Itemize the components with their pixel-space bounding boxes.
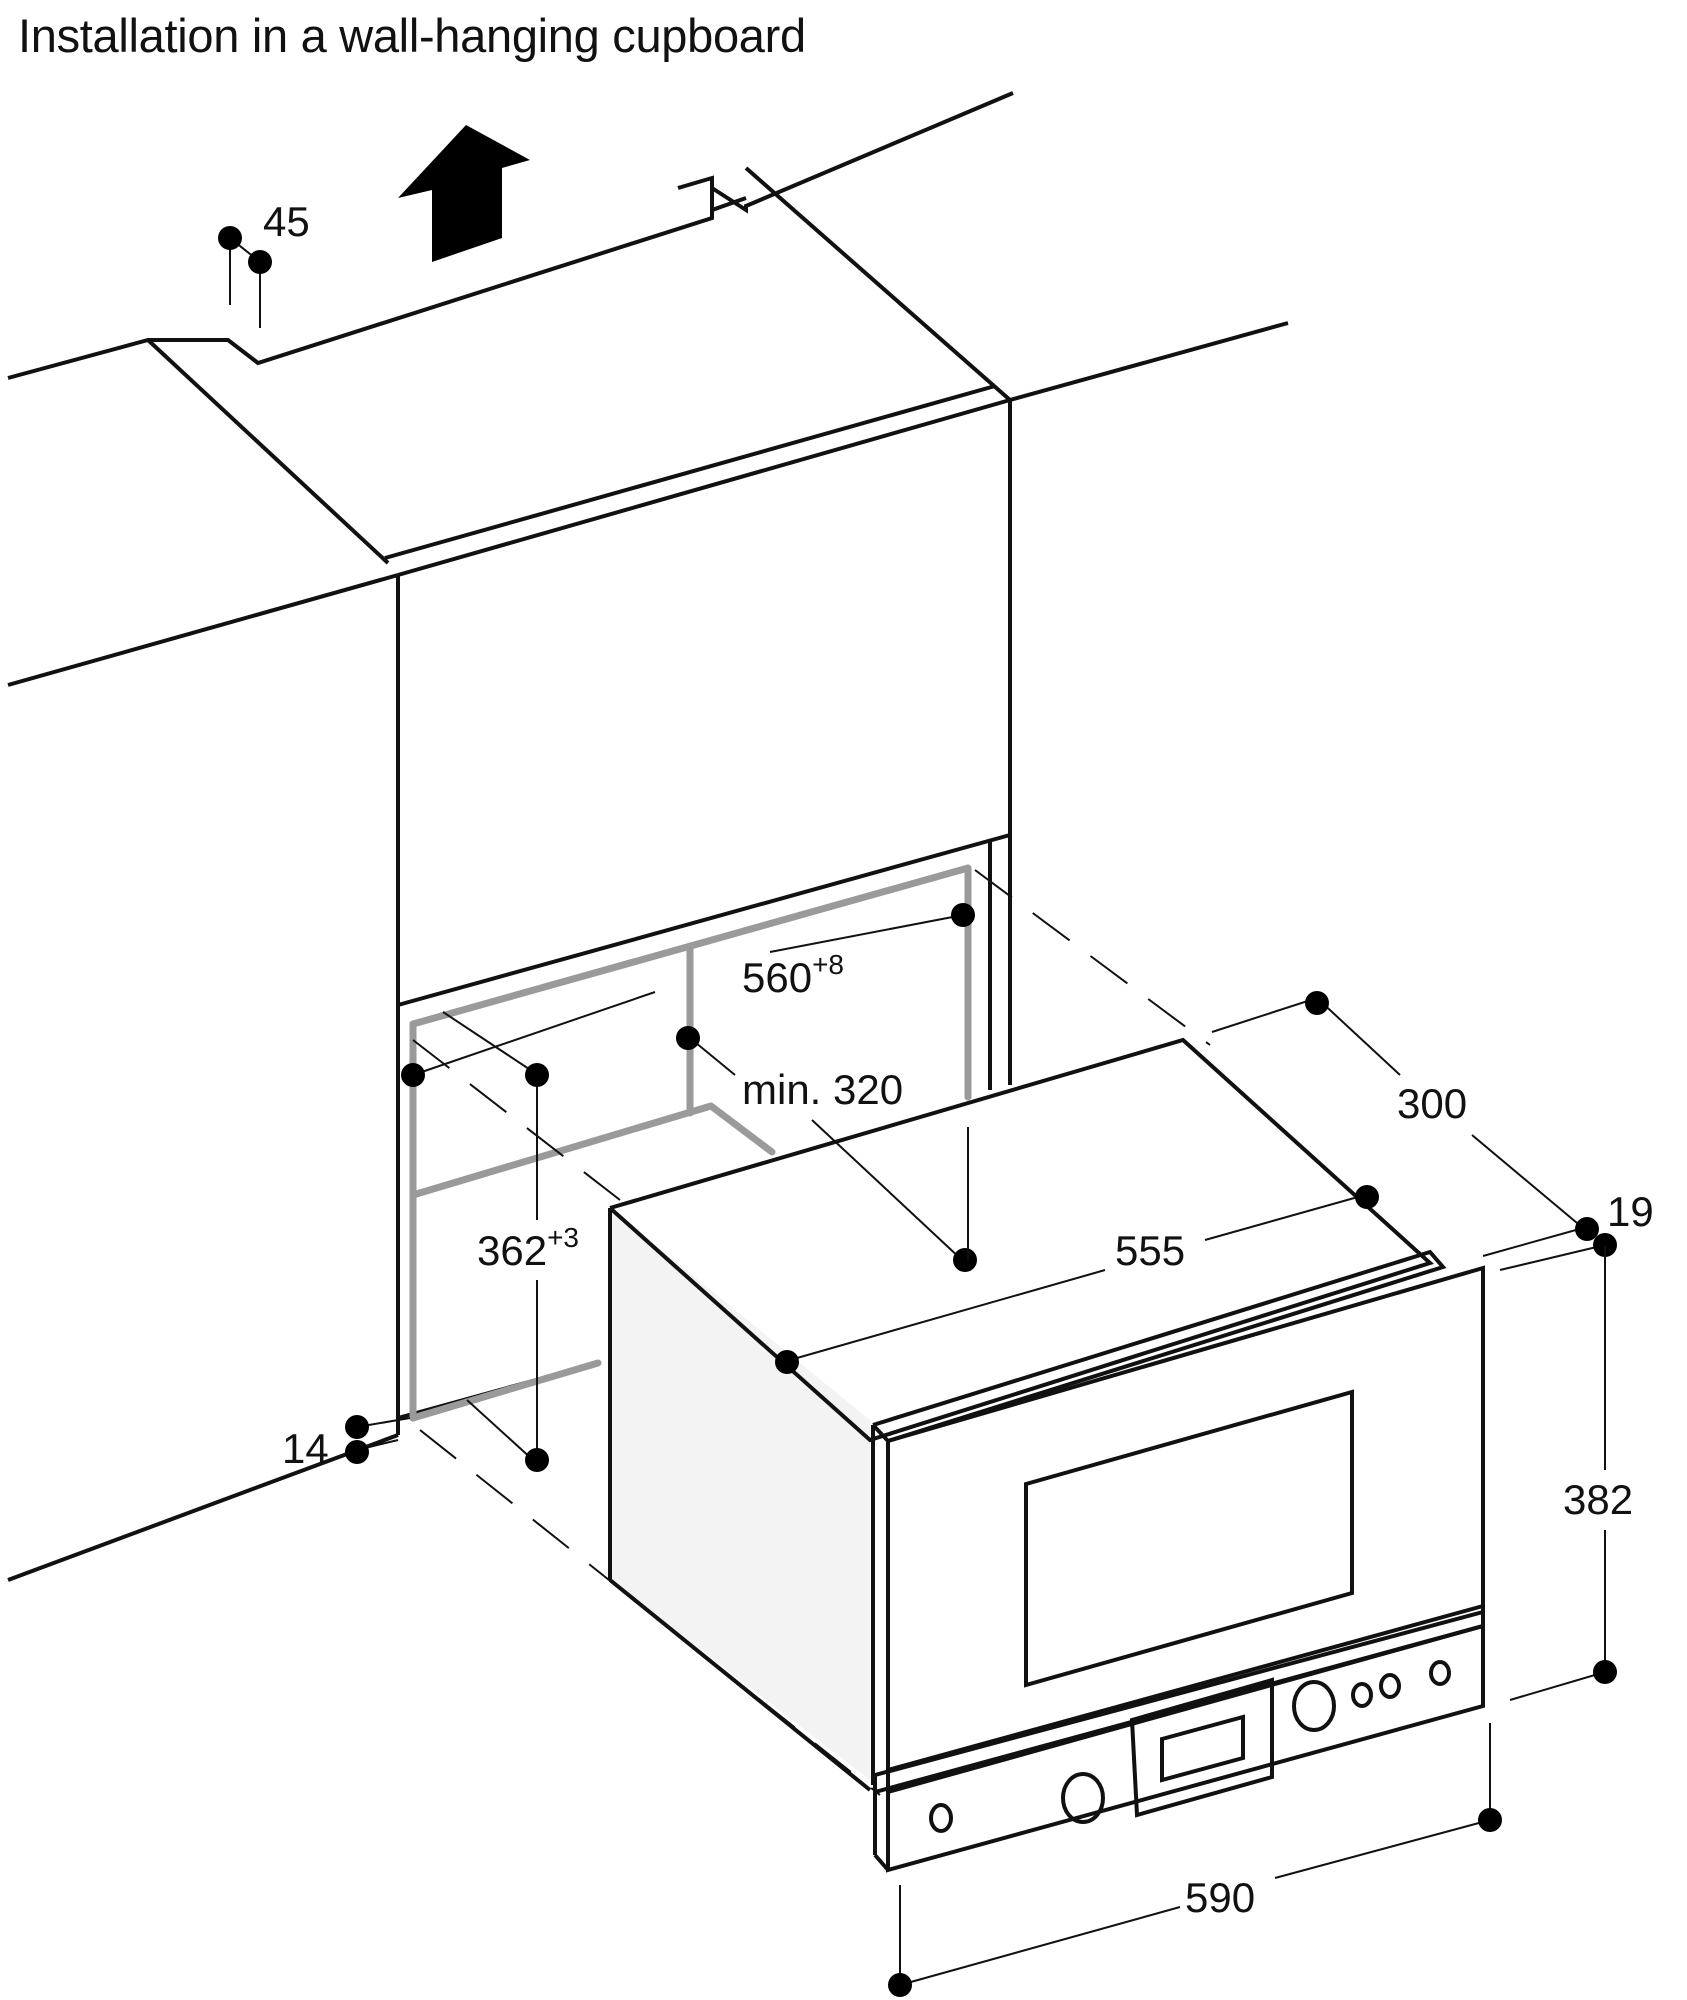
wall-right-line	[1009, 321, 1289, 402]
dimension-dot-icon	[951, 903, 975, 927]
arrow-up-icon	[398, 125, 530, 262]
wall-cabinet	[7, 91, 1289, 1582]
dimension-dot-icon	[1575, 1217, 1599, 1241]
dim-niche-height: 362+3	[477, 1222, 579, 1274]
dimension-dot-icon	[888, 1973, 912, 1997]
dimension-dot-icon	[1305, 991, 1329, 1015]
display-screen	[1160, 1714, 1245, 1783]
function-button-3[interactable]	[1429, 1660, 1451, 1686]
dimension-dot-icon	[345, 1440, 369, 1464]
niche-top-edge	[397, 833, 1011, 1007]
cabinet-front-top-edge-1	[384, 384, 996, 560]
dim-front-panel-depth: 19	[1607, 1188, 1654, 1235]
dim-niche-height-tolerance: +3	[547, 1222, 579, 1253]
top-step	[677, 175, 747, 213]
dimension-dot-icon	[401, 1063, 425, 1087]
dim-bottom-panel: 14	[282, 1425, 329, 1472]
dimension-dot-icon	[525, 1448, 549, 1472]
power-button[interactable]	[929, 1803, 953, 1833]
dim-niche-width: 560+8	[742, 949, 844, 1001]
right-knob[interactable]	[1292, 1680, 1336, 1732]
cabinet-front-top-edge-2	[397, 398, 1011, 577]
oven-window	[1024, 1389, 1354, 1688]
left-knob[interactable]	[1061, 1772, 1105, 1824]
dimension-dot-icon	[525, 1063, 549, 1087]
cabinet-top-left-edge	[146, 338, 390, 565]
dimension-dot-icon	[1478, 1808, 1502, 1832]
wall-bottom-left-line	[7, 1433, 399, 1582]
dim-appliance-depth: 300	[1397, 1080, 1467, 1127]
function-button-2[interactable]	[1379, 1673, 1401, 1699]
dimension-lines	[218, 226, 1617, 1997]
dim-appliance-width-body: 555	[1115, 1227, 1185, 1274]
appliance	[608, 1037, 1485, 1873]
dimension-dot-icon	[248, 250, 272, 274]
dimension-labels: 45 560+8 min. 320 362+3 14 300 555 19 38…	[263, 198, 1654, 1921]
dimension-dot-icon	[218, 226, 242, 250]
dim-niche-width-tolerance: +8	[812, 949, 844, 980]
diagram-title: Installation in a wall-hanging cupboard	[18, 9, 806, 62]
wall-left-line	[7, 573, 399, 687]
dim-appliance-width-front: 590	[1185, 1874, 1255, 1921]
dim-niche-width-value: 560	[742, 954, 812, 1001]
function-button-1[interactable]	[1351, 1682, 1373, 1708]
dimension-dot-icon	[953, 1248, 977, 1272]
dimension-dot-icon	[345, 1415, 369, 1439]
dim-niche-depth-min: min. 320	[742, 1066, 903, 1113]
dimension-dot-icon	[775, 1350, 799, 1374]
niche-outline	[409, 864, 972, 1422]
dimension-dot-icon	[1355, 1185, 1379, 1209]
display-module[interactable]	[1129, 1677, 1274, 1818]
cabinet-top-right-edge	[744, 166, 1012, 402]
cabinet-top-back-edge	[7, 91, 1014, 380]
dimension-dot-icon	[1593, 1660, 1617, 1684]
dimension-dot-icon	[676, 1026, 700, 1050]
dim-appliance-height: 382	[1563, 1476, 1633, 1523]
dim-ventilation-gap: 45	[263, 198, 310, 245]
dim-niche-height-value: 362	[477, 1227, 547, 1274]
